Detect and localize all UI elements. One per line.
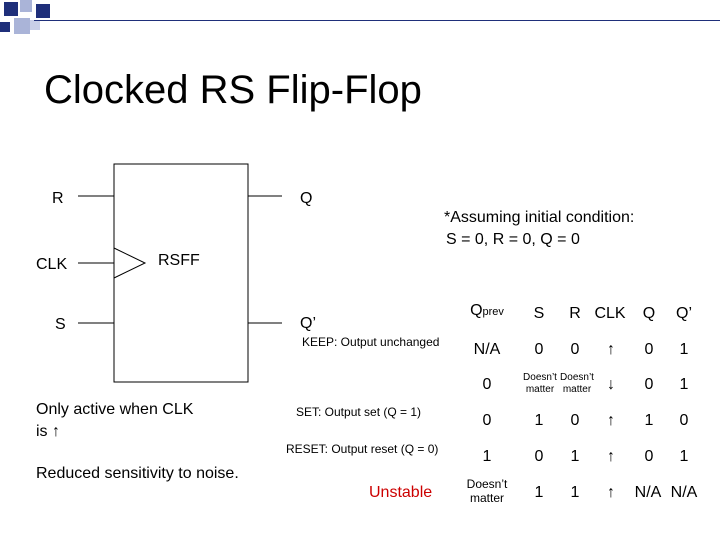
table-cell: ↑ — [607, 448, 615, 465]
table-cell: 1 — [679, 341, 689, 358]
active-note-line1: Only active when CLK — [36, 401, 194, 418]
unstable-label: Unstable — [369, 484, 433, 501]
table-cell: 0 — [482, 376, 492, 393]
table-cell: N/A — [634, 484, 662, 501]
table-cell: 0 — [644, 341, 654, 358]
table-cell: 0 — [644, 448, 654, 465]
page-title: Clocked RS Flip-Flop — [44, 68, 422, 112]
header-qbar: Q’ — [676, 305, 692, 322]
table-cell: N/A — [473, 341, 501, 358]
table-cell: 1 — [679, 448, 689, 465]
table-cell: 1 — [534, 484, 544, 501]
assumption-line2: S = 0, R = 0, Q = 0 — [446, 231, 580, 248]
header-q: Q — [642, 305, 656, 322]
table-cell: ↓ — [607, 376, 615, 393]
header-qprev: Qprev — [470, 302, 504, 319]
header-r: R — [569, 305, 581, 322]
header-s: S — [533, 305, 545, 322]
table-cell: ↑ — [607, 412, 615, 429]
table-cell: 0 — [644, 376, 654, 393]
output-q-label: Q — [300, 190, 313, 207]
title-underline — [34, 20, 720, 21]
table-cell: N/A — [670, 484, 698, 501]
table-cell: ↑ — [607, 341, 615, 358]
table-cell: 1 — [570, 484, 580, 501]
table-cell: 1 — [482, 448, 492, 465]
table-cell: 0 — [570, 412, 580, 429]
input-s-label: S — [55, 316, 66, 333]
table-cell: 1 — [570, 448, 580, 465]
table-cell: 1 — [644, 412, 654, 429]
rsff-label: RSFF — [158, 252, 200, 269]
noise-note: Reduced sensitivity to noise. — [36, 465, 239, 482]
corner-decoration — [0, 0, 60, 40]
table-cell: 0 — [570, 341, 580, 358]
input-r-label: R — [52, 190, 64, 207]
table-cell: 1 — [679, 376, 689, 393]
input-clk-label: CLK — [36, 256, 68, 273]
table-cell: 0 — [534, 341, 544, 358]
keep-label: KEEP: Output unchanged — [302, 335, 440, 349]
active-note-line2: is ↑ — [36, 423, 60, 440]
table-cell: 0 — [482, 412, 492, 429]
table-cell: 0 — [679, 412, 689, 429]
table-cell: 1 — [534, 412, 544, 429]
header-clk: CLK — [594, 305, 626, 322]
assumption-line1: *Assuming initial condition: — [444, 209, 635, 226]
output-qbar-label: Q’ — [300, 315, 316, 332]
table-cell: 0 — [534, 448, 544, 465]
set-label: SET: Output set (Q = 1) — [296, 405, 422, 419]
reset-label: RESET: Output reset (Q = 0) — [286, 442, 439, 456]
table-cell: ↑ — [607, 484, 615, 501]
